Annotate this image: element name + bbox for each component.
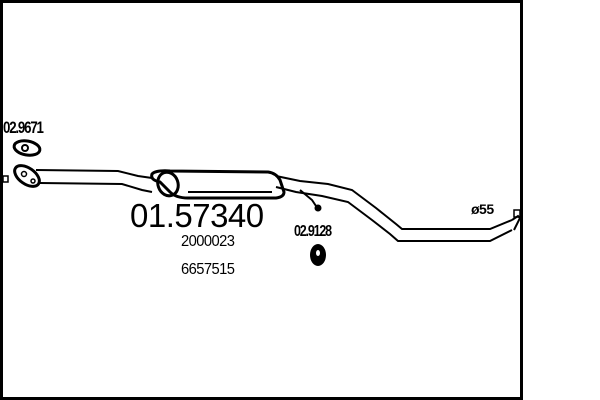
pipe-end-marker-left: [2, 175, 9, 183]
gasket-part-number: 02.9671: [3, 118, 44, 137]
rubber-mount-part-number: 02.9128: [294, 223, 332, 240]
muffler-icon: [150, 169, 286, 200]
diagram-frame: [0, 0, 523, 400]
hanger-bracket-icon: [299, 189, 322, 212]
cross-reference-2: 6657515: [181, 261, 235, 278]
pipe-diameter-label: ø55: [471, 201, 494, 217]
rubber-mount-icon: [310, 244, 326, 266]
cross-reference-1: 2000023: [181, 233, 235, 250]
front-flange-icon: [13, 164, 41, 188]
exhaust-pipe: [35, 169, 522, 242]
gasket-icon: [12, 139, 42, 157]
pipe-end-marker-right: [513, 209, 521, 218]
main-part-number: 01.57340: [130, 197, 264, 234]
